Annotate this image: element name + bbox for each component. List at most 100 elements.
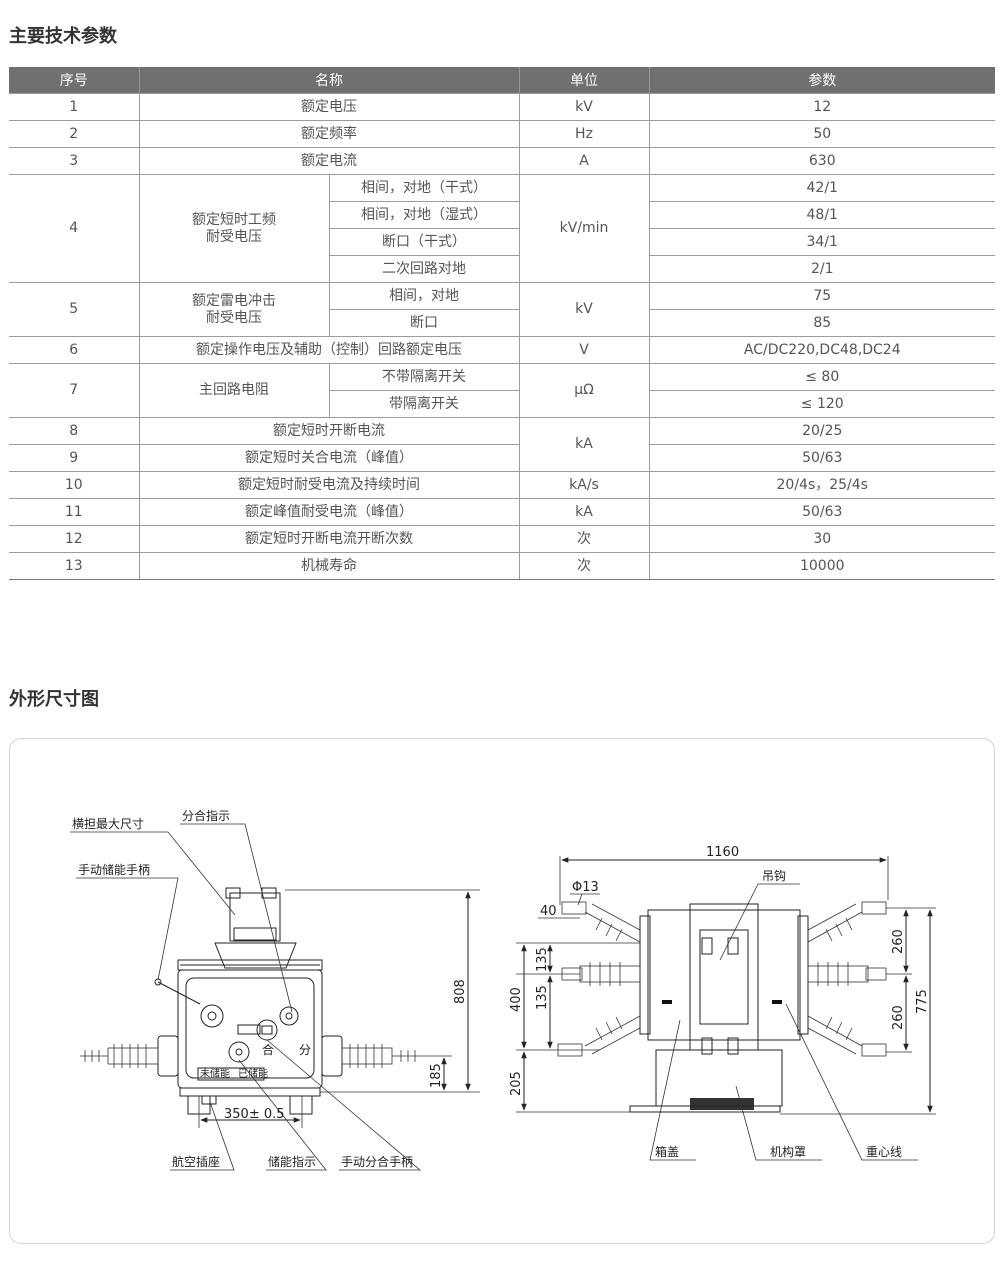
cell-unit: Hz [518, 120, 650, 148]
cell-value: 20/25 [648, 417, 995, 445]
table-row: 11 额定峰值耐受电流（峰值） kA 50/63 [9, 498, 995, 526]
right-insulators [807, 901, 887, 1057]
mechanism-base [690, 1098, 754, 1110]
table-row: 9 额定短时关合电流（峰值） 50/63 [9, 444, 995, 472]
cell-sub-label: 带隔离开关 [329, 390, 520, 418]
gauge-dial [279, 1006, 299, 1026]
table-row: 相间，对地（湿式） 48/1 [9, 201, 995, 229]
base-plate [179, 1087, 321, 1097]
base-foot [289, 1095, 313, 1115]
table-row: 7 主回路电阻 不带隔离开关 μΩ ≤ 80 [9, 363, 995, 418]
cell-value: 50/63 [648, 498, 995, 526]
cell-no: 11 [9, 498, 140, 526]
cell-no: 12 [9, 525, 140, 553]
energy-label-plate [197, 1067, 265, 1081]
drawing-panel [9, 738, 995, 1244]
cell-name: 额定雷电冲击耐受电压 [138, 282, 330, 337]
label-crossarm: 横担最大尺寸 [72, 817, 144, 831]
dim-right-260-a: 260 [891, 929, 906, 954]
cell-value: 30 [648, 525, 995, 553]
cell-value: 85 [648, 309, 995, 337]
cell-sub-label: 断口 [329, 309, 520, 337]
label-not-stored: 未储能 [200, 1067, 230, 1080]
top-mount [214, 942, 297, 969]
table-row: 3 额定电流 A 630 [9, 147, 995, 175]
dim-total-width: 1160 [706, 845, 739, 860]
crossarm-bracket [229, 892, 281, 942]
cell-name-line: 耐受电压 [206, 309, 262, 326]
front-view: 合 分 未储能 已储能 [70, 808, 480, 1171]
dim-total-775: 775 [915, 989, 930, 1014]
lifting-hook [701, 1037, 713, 1055]
header-no: 序号 [9, 67, 139, 94]
table-header-row: 序号 名称 单位 参数 [9, 67, 995, 94]
side-view: 1160 吊钩 Φ13 40 135 135 400 205 260 260 7… [509, 845, 936, 1161]
cell-unit: V [518, 336, 650, 364]
lifting-hook [727, 937, 739, 955]
cell-no: 4 [9, 174, 140, 283]
cell-value: ≤ 120 [648, 390, 995, 418]
cell-no: 7 [9, 363, 140, 418]
dim-span-400: 400 [509, 987, 524, 1012]
dim-base-205: 205 [509, 1071, 524, 1096]
cell-sub-label: 相间，对地（湿式） [329, 201, 520, 229]
energy-handle [157, 981, 201, 1005]
table-row: 12 额定短时开断电流开断次数 次 30 [9, 525, 995, 553]
label-hook: 吊钩 [762, 869, 786, 883]
label-fen: 分 [299, 1043, 311, 1057]
cell-name: 机械寿命 [138, 552, 520, 580]
cell-no: 2 [9, 120, 140, 148]
cell-value: 10000 [648, 552, 995, 580]
label-stored: 已储能 [238, 1067, 268, 1080]
section-title-dimensions: 外形尺寸图 [9, 689, 99, 710]
dim-height: 808 [453, 979, 468, 1004]
label-socket: 航空插座 [172, 1154, 220, 1169]
label-gravity-line: 重心线 [866, 1145, 902, 1159]
body-panel [185, 977, 315, 1079]
energy-knob [228, 1041, 250, 1063]
cell-name: 额定短时关合电流（峰值） [138, 444, 520, 472]
table-row: 带隔离开关 ≤ 120 [9, 390, 995, 418]
cell-unit: kA [518, 417, 650, 472]
cell-sub-label: 断口（干式） [329, 228, 520, 256]
left-insulators [557, 901, 641, 1057]
dim-width: 350± 0.5 [224, 1107, 285, 1122]
label-phi: Φ13 [572, 880, 599, 895]
cell-unit: μΩ [518, 363, 650, 418]
table-row: 1 额定电压 kV 12 [9, 93, 995, 121]
cell-name-line: 耐受电压 [206, 228, 262, 245]
cell-name-line: 额定短时工频 [192, 211, 276, 228]
center-panel [699, 929, 749, 1025]
cell-name-line: 额定雷电冲击 [192, 292, 276, 309]
tank-body [647, 909, 801, 1041]
crossarm-clamp [233, 927, 277, 941]
header-value: 参数 [648, 67, 995, 94]
dim-pitch-b: 135 [535, 985, 550, 1010]
table-row: 13 机械寿命 次 10000 [9, 552, 995, 580]
cell-name: 额定短时开断电流开断次数 [138, 525, 520, 553]
table-row: 断口 85 [9, 309, 995, 337]
label-manual-handle: 手动分合手柄 [341, 1154, 413, 1169]
lower-housing [655, 1049, 783, 1107]
cell-sub-label: 不带隔离开关 [328, 363, 520, 391]
table-row: 2 额定频率 Hz 50 [9, 120, 995, 148]
dim-terminal: 40 [540, 904, 557, 919]
header-name: 名称 [138, 67, 519, 94]
label-he: 合 [262, 1042, 274, 1057]
aviation-socket [201, 1095, 217, 1105]
lifting-hook [701, 937, 713, 955]
cell-no: 3 [9, 147, 140, 175]
cell-no: 5 [9, 282, 140, 337]
cell-sub-label: 相间，对地（干式） [328, 174, 520, 202]
label-energy-indicator: 储能指示 [268, 1154, 316, 1169]
label-handle: 手动储能手柄 [78, 862, 150, 877]
label-indicator: 分合指示 [182, 808, 230, 823]
cell-value: 50/63 [648, 444, 995, 472]
table-row: 8 额定短时开断电流 kA 20/25 [9, 417, 995, 472]
cell-unit: A [518, 147, 650, 175]
header-unit: 单位 [518, 67, 649, 94]
indicator-window [237, 1024, 261, 1035]
crossarm-lug [225, 887, 241, 899]
cell-name: 额定电流 [138, 147, 520, 175]
